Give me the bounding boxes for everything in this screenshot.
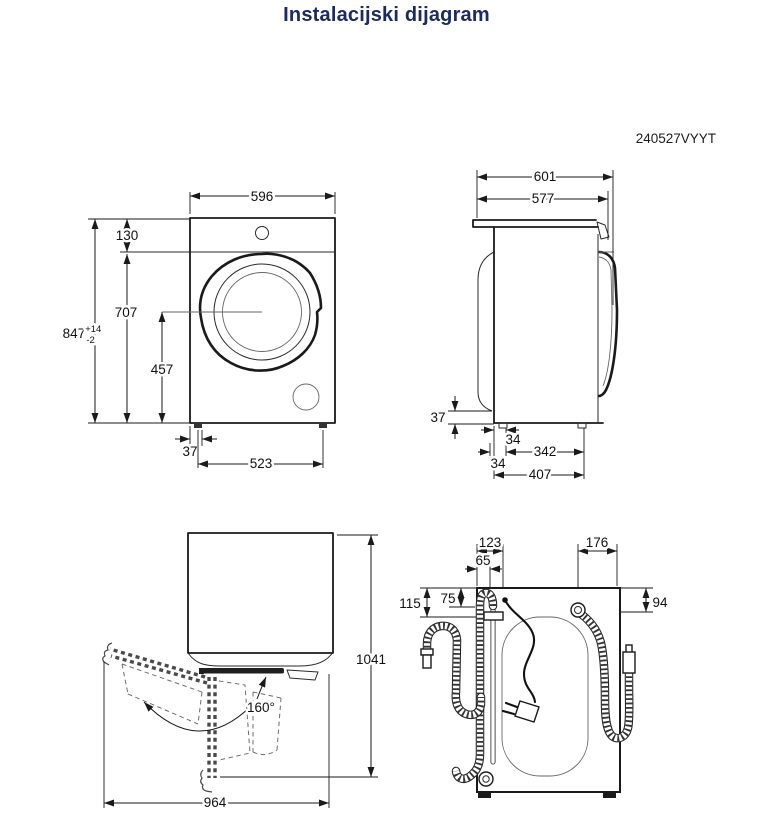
door-handle-latch (286, 669, 319, 681)
dim-65: 65 (475, 553, 490, 568)
inlet-hose-end-fitting (622, 651, 636, 674)
door-swing-diagram: 160° 1041 964 (102, 532, 389, 813)
dim-75: 75 (440, 591, 455, 606)
dim-34-upper: 34 (505, 432, 521, 447)
dim-37-side: 37 (430, 410, 445, 425)
side-door-profile (597, 250, 619, 398)
side-rear-foot (498, 422, 508, 429)
drain-pump-cover (292, 383, 320, 411)
dim-523: 523 (250, 456, 273, 471)
dim-123: 123 (479, 535, 502, 550)
back-panel-contour (477, 251, 495, 412)
rear-panel (501, 616, 589, 777)
inlet-connection (570, 602, 586, 618)
rear-view-machine-outline (476, 587, 621, 798)
door-swing-dimensions: 1041 964 (103, 534, 389, 813)
inlet-hose (570, 602, 636, 738)
dim-130: 130 (116, 228, 139, 243)
product-code: 240527VYYT (635, 131, 716, 146)
dim-596: 596 (251, 189, 274, 204)
dim-457: 457 (151, 362, 174, 377)
dim-37-front: 37 (182, 444, 197, 459)
rear-view-dimensions: 123 65 176 115 75 94 (397, 533, 670, 618)
power-plug (514, 700, 540, 723)
dim-176: 176 (586, 535, 609, 550)
door-open-160 (109, 647, 208, 685)
dim-160deg: 160° (247, 700, 275, 715)
drain-hose (456, 593, 504, 787)
door-open-90 (207, 677, 217, 778)
dim-115: 115 (399, 596, 421, 611)
front-right-foot (319, 423, 327, 428)
door-outer-ring (198, 252, 323, 372)
rear-view-diagram: 123 65 176 115 75 94 (397, 533, 670, 798)
door-swing-machine-outline (187, 532, 334, 681)
closed-door-edge (203, 668, 284, 674)
front-view-dimensions: 596 847+14-2 130 707 457 37 523 (60, 187, 336, 474)
drain-outlet (478, 771, 494, 787)
dim-1041: 1041 (356, 652, 386, 667)
drain-hose-clamp (483, 611, 504, 621)
dim-34-lower: 34 (490, 456, 506, 471)
rear-right-foot (603, 792, 616, 798)
front-view-diagram: 596 847+14-2 130 707 457 37 523 (60, 187, 336, 474)
front-view-machine-outline (120, 217, 336, 428)
side-view-machine-outline (472, 219, 619, 429)
dim-707: 707 (115, 305, 138, 320)
rear-left-foot (478, 792, 491, 798)
drain-hose-external (420, 626, 481, 715)
dim-964: 964 (204, 795, 227, 810)
drain-hose-end-fitting (422, 654, 432, 669)
side-view-dimensions: 601 577 37 34 342 34 407 (428, 167, 614, 485)
side-view-diagram: 601 577 37 34 342 34 407 (428, 167, 619, 485)
side-control-panel-edge (596, 221, 610, 240)
dim-577: 577 (532, 191, 555, 206)
power-cord (501, 597, 540, 723)
front-left-foot (194, 423, 202, 428)
dim-342: 342 (534, 444, 557, 459)
dim-847: 847+14-2 (63, 324, 102, 346)
page-title: Instalacijski dijagram (283, 4, 490, 26)
dim-407: 407 (529, 467, 552, 482)
dim-94: 94 (652, 595, 668, 610)
door-swing-arc (143, 701, 252, 732)
door-open-positions: 160° (102, 642, 282, 793)
dim-601: 601 (534, 169, 557, 184)
program-knob (255, 226, 269, 240)
side-front-foot (577, 422, 587, 429)
